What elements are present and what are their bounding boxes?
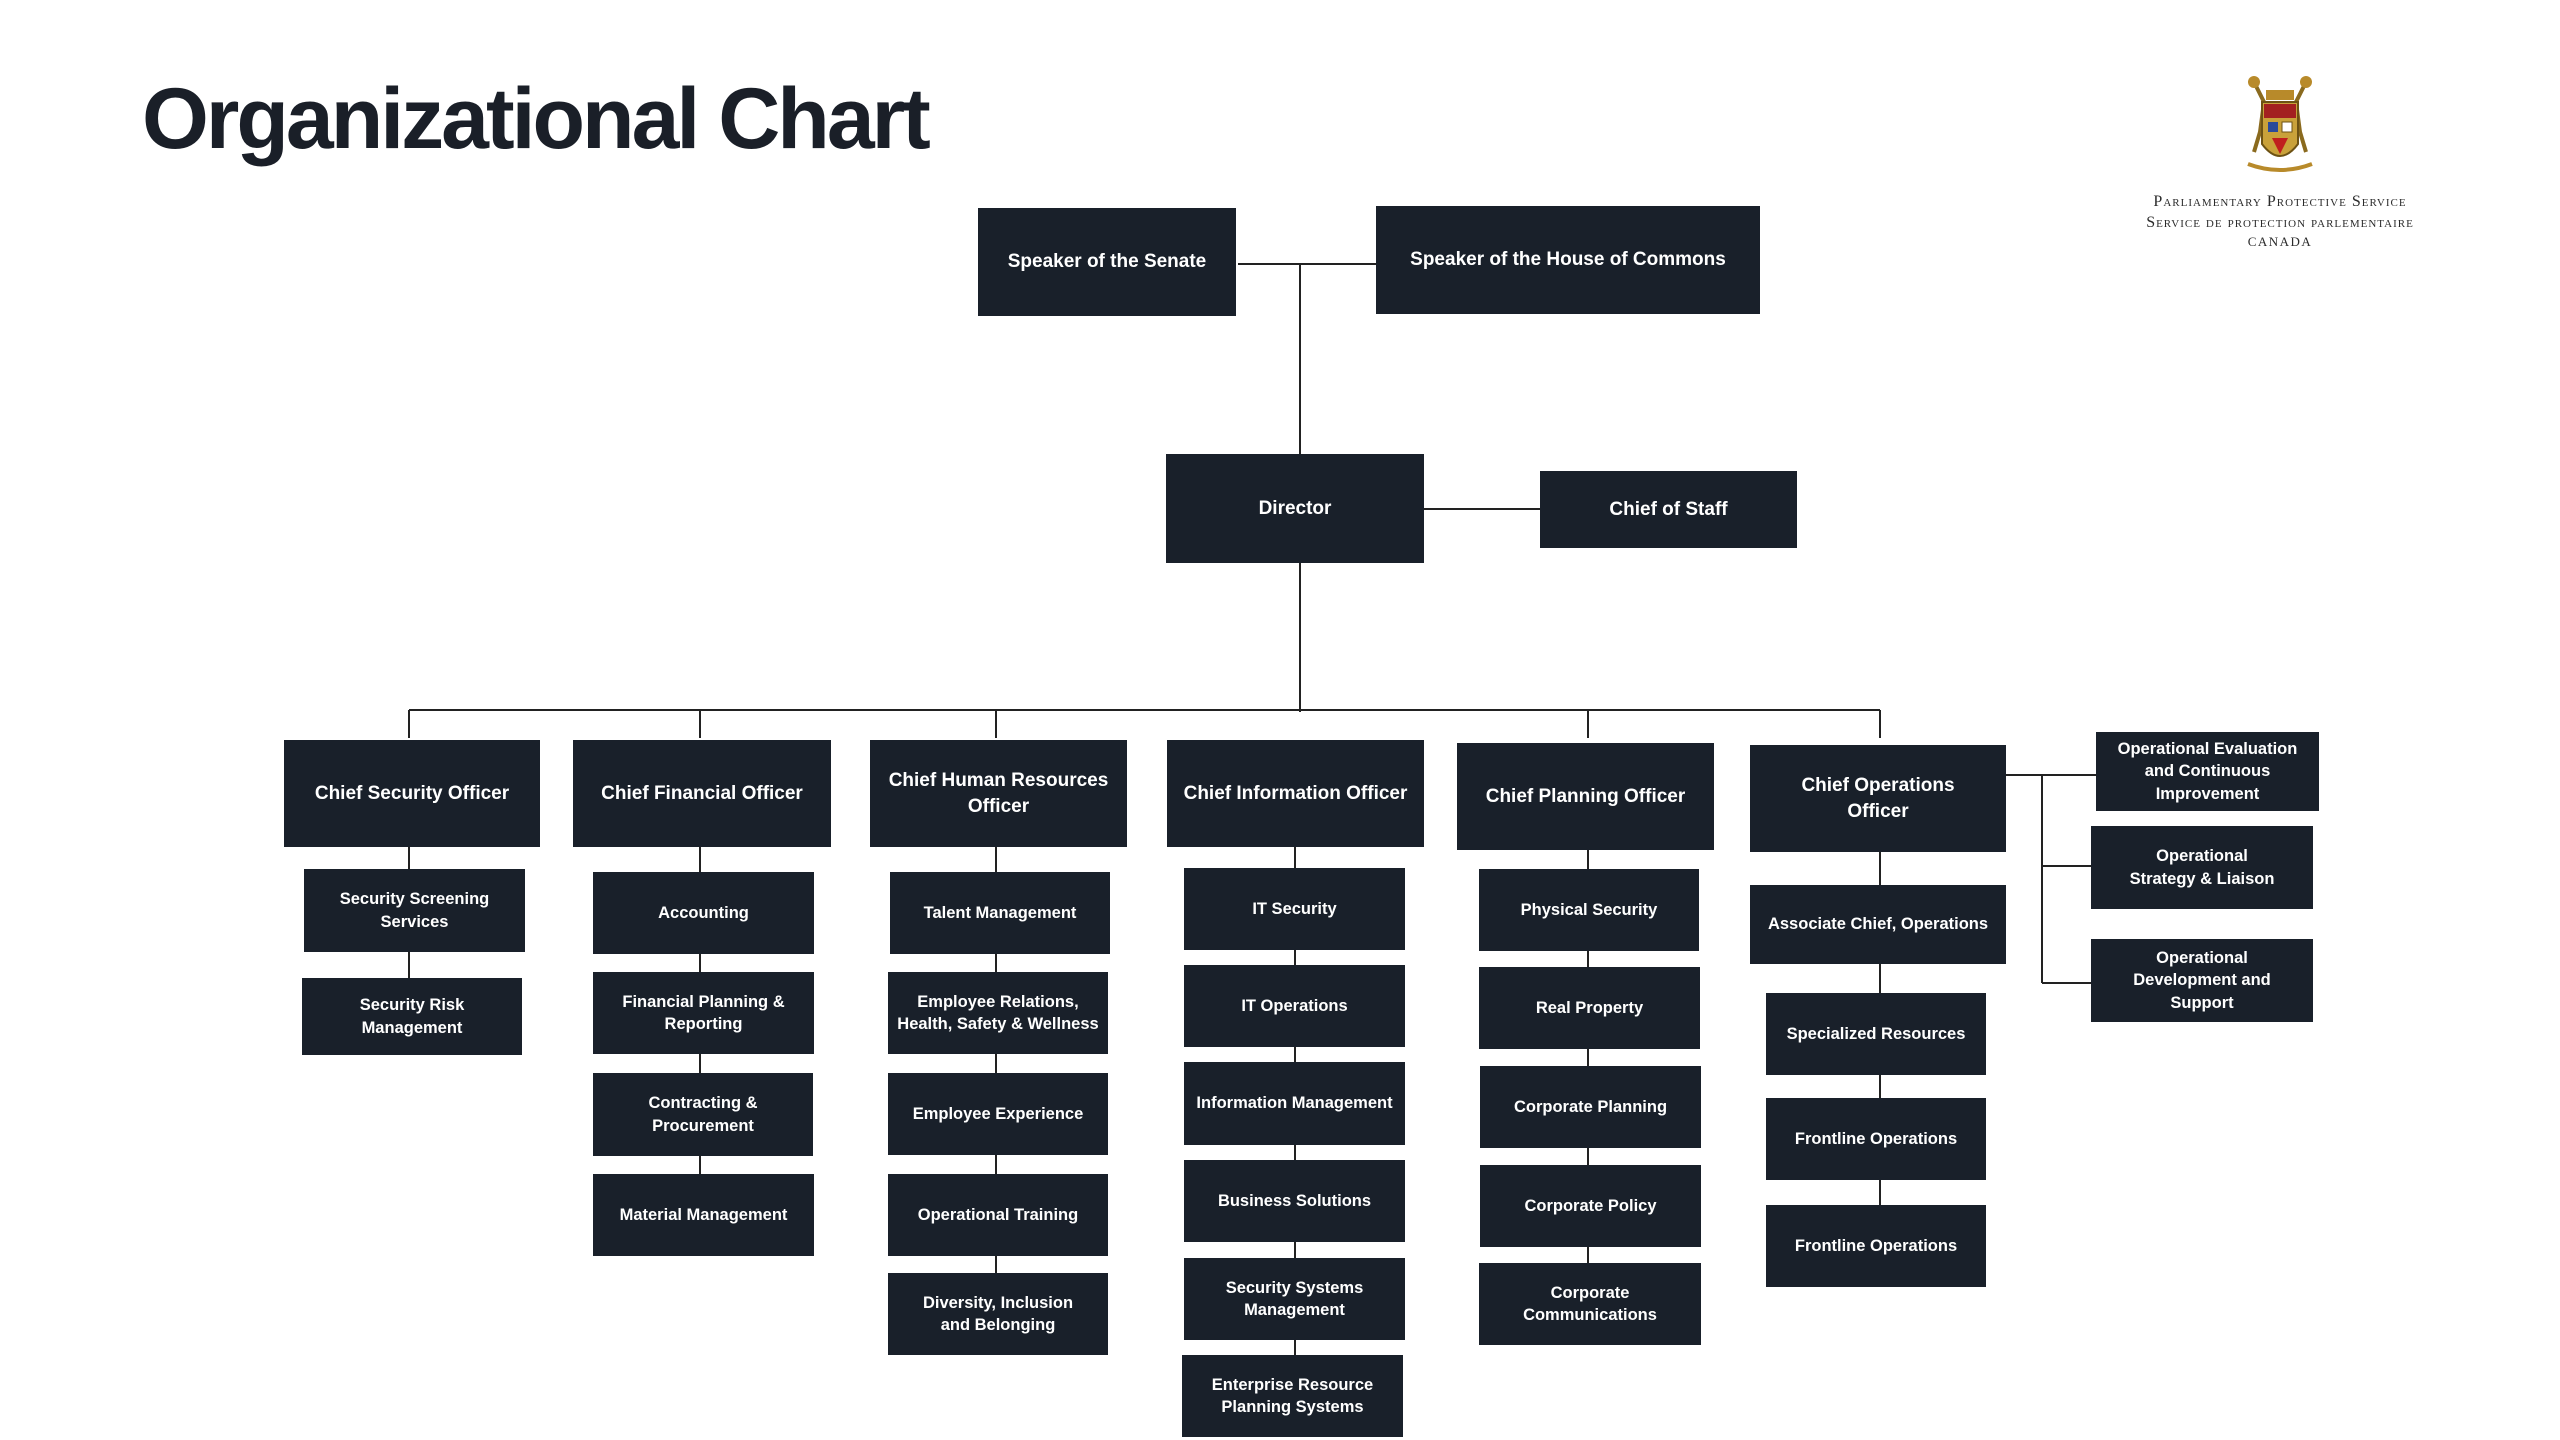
unit-box: Information Management — [1184, 1062, 1405, 1145]
unit-box: Enterprise Resource Planning Systems — [1182, 1355, 1403, 1437]
unit-box: Real Property — [1479, 967, 1700, 1049]
unit-box: Corporate Policy — [1480, 1165, 1701, 1247]
unit-box: Corporate Planning — [1480, 1066, 1701, 1148]
chief-security-officer-box: Chief Security Officer — [284, 740, 540, 847]
unit-box: IT Security — [1184, 868, 1405, 950]
logo-text-en: Parliamentary Protective Service — [2153, 193, 2407, 210]
unit-box: Frontline Operations — [1766, 1205, 1986, 1287]
logo: Parliamentary Protective Service Service… — [2060, 72, 2500, 250]
unit-box: Specialized Resources — [1766, 993, 1986, 1075]
unit-box: Talent Management — [890, 872, 1110, 954]
page-title: Organizational Chart — [142, 71, 931, 167]
director-box: Director — [1166, 454, 1424, 563]
chief-information-officer-box: Chief Information Officer — [1167, 740, 1424, 847]
coat-of-arms-icon — [2247, 76, 2313, 172]
unit-box: Frontline Operations — [1766, 1098, 1986, 1180]
unit-box: IT Operations — [1184, 965, 1405, 1047]
operations-side-box: Operational Development and Support — [2091, 939, 2313, 1022]
chief-financial-officer-box: Chief Financial Officer — [573, 740, 831, 847]
unit-box: Security Screening Services — [304, 869, 525, 952]
unit-box: Physical Security — [1479, 869, 1699, 951]
unit-box: Diversity, Inclusion and Belonging — [888, 1273, 1108, 1355]
unit-box: Corporate Communications — [1479, 1263, 1701, 1345]
unit-box: Security Risk Management — [302, 978, 522, 1055]
speaker-of-senate-box: Speaker of the Senate — [978, 208, 1236, 316]
unit-box: Contracting & Procurement — [593, 1073, 813, 1156]
speaker-of-commons-box: Speaker of the House of Commons — [1376, 206, 1760, 314]
unit-box: Associate Chief, Operations — [1750, 885, 2006, 964]
logo-text-fr: Service de protection parlementaire — [2146, 213, 2414, 231]
unit-box: Material Management — [593, 1174, 814, 1256]
operations-side-box: Operational Evaluation and Continuous Im… — [2096, 732, 2319, 811]
chief-hr-officer-box: Chief Human Resources Officer — [870, 740, 1127, 847]
unit-box: Employee Relations, Health, Safety & Wel… — [888, 972, 1108, 1054]
chief-planning-officer-box: Chief Planning Officer — [1457, 743, 1714, 850]
operations-side-box: Operational Strategy & Liaison — [2091, 826, 2313, 909]
chief-operations-officer-box: Chief Operations Officer — [1750, 745, 2006, 852]
unit-box: Financial Planning & Reporting — [593, 972, 814, 1054]
logo-text-country: CANADA — [2247, 233, 2313, 249]
unit-box: Employee Experience — [888, 1073, 1108, 1155]
chief-of-staff-box: Chief of Staff — [1540, 471, 1797, 548]
unit-box: Security Systems Management — [1184, 1258, 1405, 1340]
unit-box: Operational Training — [888, 1174, 1108, 1256]
unit-box: Accounting — [593, 872, 814, 954]
unit-box: Business Solutions — [1184, 1160, 1405, 1242]
